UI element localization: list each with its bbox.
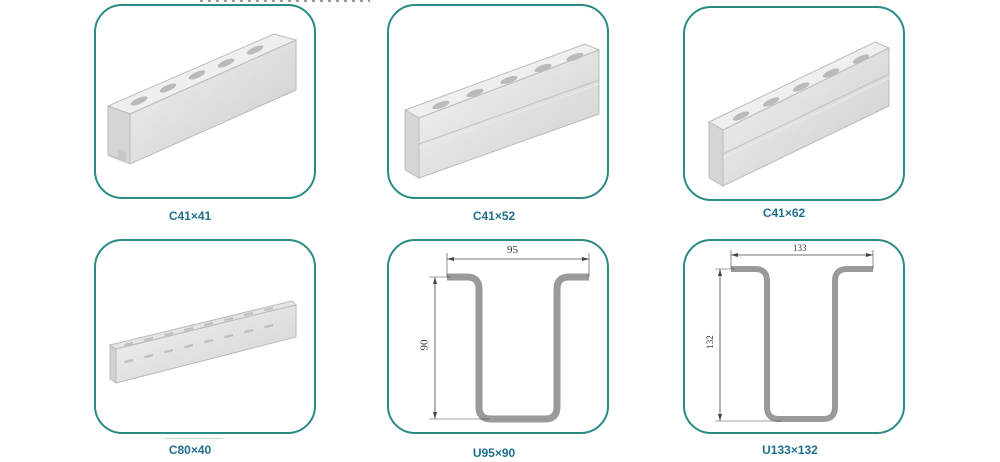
profile-drawing bbox=[429, 253, 590, 423]
product-card-u133x132[interactable]: 133 132 bbox=[683, 239, 905, 434]
channel-image bbox=[108, 300, 297, 384]
dimension-height: 132 bbox=[704, 335, 715, 349]
dimension-width: 133 bbox=[793, 243, 807, 253]
dimension-height: 90 bbox=[418, 339, 431, 351]
caption-c80x40: C80×40 bbox=[168, 443, 212, 457]
caption-c41x52: C41×52 bbox=[472, 209, 516, 223]
channel-image bbox=[707, 41, 891, 187]
product-card-c41x62[interactable] bbox=[683, 6, 905, 201]
caption-c41x41: C41×41 bbox=[168, 209, 212, 223]
top-dotted-line bbox=[200, 0, 370, 2]
product-card-c41x41[interactable] bbox=[94, 4, 316, 199]
channel-image bbox=[403, 43, 601, 179]
channel-image bbox=[106, 33, 298, 165]
caption-u95x90: U95×90 bbox=[472, 446, 516, 460]
product-card-c41x52[interactable] bbox=[387, 4, 609, 199]
dimension-width: 95 bbox=[507, 244, 518, 256]
caption-underline bbox=[165, 438, 223, 439]
product-card-c80x40[interactable] bbox=[94, 239, 316, 434]
product-card-u95x90[interactable]: 95 90 bbox=[387, 239, 609, 434]
caption-c41x62: C41×62 bbox=[762, 206, 806, 220]
caption-u133x132: U133×132 bbox=[762, 443, 818, 457]
profile-drawing bbox=[715, 250, 874, 422]
